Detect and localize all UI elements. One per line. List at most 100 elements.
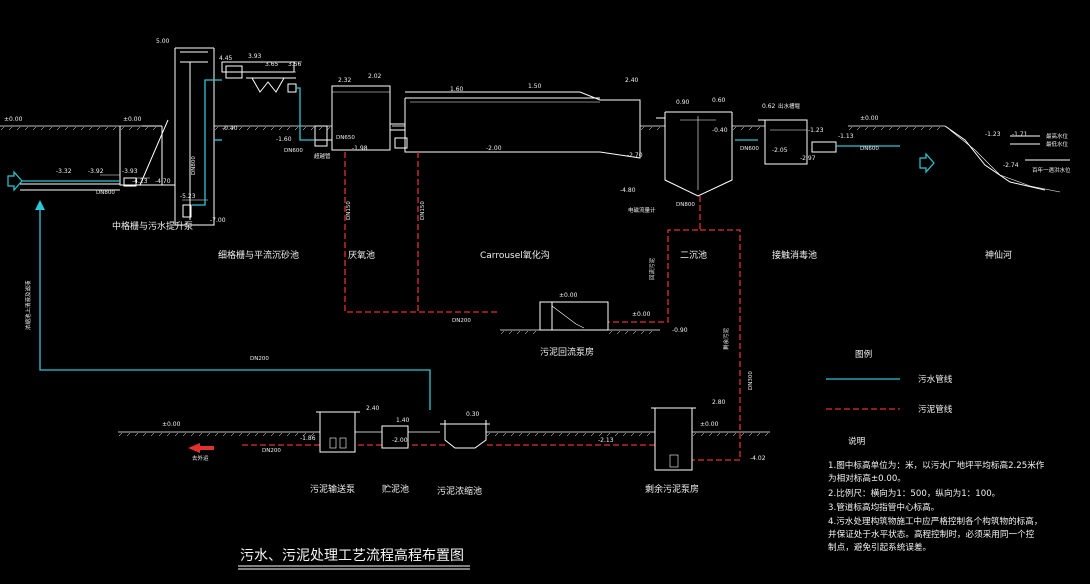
sludge-storage-tank-structure	[381, 425, 409, 449]
ground-hatch-tick	[534, 432, 539, 437]
ground-hatch-tick	[732, 432, 737, 437]
ground-hatch-tick	[174, 432, 179, 437]
elev-mark: -7.00	[210, 217, 226, 224]
ground-hatch-tick	[740, 126, 745, 131]
legend-item-sewage: 污水管线	[918, 373, 953, 385]
ground-hatch-tick	[96, 126, 101, 131]
elev-mark: ±0.00	[632, 311, 651, 318]
elev-mark: 3.56	[288, 61, 302, 68]
note-line: 4.污水处理构筑物施工中应严格控制各个构筑物的标高，	[828, 515, 1042, 527]
pipe-label: DN150	[346, 201, 352, 220]
unit-label-u10: 贮泥池	[382, 483, 409, 495]
ground-hatch-tick	[118, 432, 123, 437]
ground-lines	[0, 125, 945, 433]
elev-mark: 0.62	[762, 103, 776, 110]
drawing-title: 污水、污泥处理工艺流程高程布置图	[240, 547, 464, 564]
ground-hatch-tick	[222, 432, 227, 437]
ground-hatch-tick	[632, 330, 637, 335]
ground-hatch-tick	[128, 126, 133, 131]
ground-hatch-tick	[294, 432, 299, 437]
ground-hatch-tick	[748, 432, 753, 437]
ground-hatch-tick	[888, 126, 893, 131]
ground-hatch-tick	[614, 432, 619, 437]
ground-hatch-tick	[144, 126, 149, 131]
ground-hatch-tick	[262, 126, 267, 131]
ground-hatch-tick	[206, 432, 211, 437]
ground-hatch-tick	[622, 432, 627, 437]
unit-label-u4: Carrousel氧化沟	[480, 249, 550, 261]
elev-mark: -0.90	[672, 327, 688, 334]
ground-hatch-tick	[246, 126, 251, 131]
ground-hatch-tick	[254, 126, 259, 131]
elev-mark: 4.45	[219, 55, 233, 62]
pipe-label: DN800	[96, 190, 115, 196]
elev-mark: -4.02	[750, 455, 766, 462]
anaerobic-tank-structure	[300, 85, 406, 151]
ground-hatch-tick	[646, 432, 651, 437]
ground-hatch-tick	[558, 432, 563, 437]
water-level-label: 最低水位	[1046, 140, 1069, 148]
elev-mark: -0.40	[712, 127, 728, 134]
ground-hatch-tick	[508, 330, 513, 335]
ground-hatch-tick	[142, 432, 147, 437]
note-line: 2.比例尺：横向为1：500，纵向为1：100。	[828, 487, 1000, 499]
ground-hatch-tick	[104, 126, 109, 131]
ground-hatch-tick	[270, 126, 275, 131]
fine-screen-grit-chamber-structure	[221, 61, 302, 93]
unit-label-u12: 剩余污泥泵房	[645, 483, 699, 495]
elev-mark: -1.23	[808, 127, 824, 134]
pipe-label: DN600	[740, 146, 759, 152]
ground-hatch-tick	[638, 432, 643, 437]
elev-mark: 2.32	[338, 77, 352, 84]
pipe-label: DN150	[420, 201, 426, 220]
overflow-label: 超越管	[314, 152, 331, 160]
ground-hatch-tick	[302, 126, 307, 131]
pipe-label: DN800	[191, 156, 197, 175]
ground-hatch-tick	[566, 432, 571, 437]
ground-hatch-tick	[532, 330, 537, 335]
elev-mark: -4.23	[132, 178, 148, 185]
ground-hatch-tick	[732, 126, 737, 131]
ground-hatch-tick	[238, 126, 243, 131]
ground-hatch-tick	[616, 330, 621, 335]
ground-hatch-tick	[928, 126, 933, 131]
unit-label-u11: 污泥浓缩池	[437, 485, 482, 497]
ground-hatch-tick	[920, 126, 925, 131]
excess-sludge-label: 剩余污泥	[722, 327, 730, 350]
elev-mark: 3.65	[265, 61, 279, 68]
ground-hatch-tick	[700, 432, 705, 437]
sludge-pipeline	[240, 152, 741, 461]
ground-hatch-tick	[158, 432, 163, 437]
sludge-delivery-pump-structure	[316, 411, 360, 453]
ground-hatch-tick	[32, 126, 37, 131]
elev-mark: -4.70	[155, 178, 171, 185]
ground-hatch-tick	[896, 126, 901, 131]
elev-mark: -1.23	[985, 131, 1001, 138]
ground-hatch-tick	[190, 432, 195, 437]
note-line: 1.图中标高单位为：米，以污水厂地坪平均标高2.25米作	[828, 459, 1045, 471]
elev-mark: ±0.00	[123, 116, 142, 123]
legend-item-sludge: 污泥管线	[918, 403, 953, 415]
note-line: 并保证处于水平状态。高程控制时，必须采用同一个控	[828, 528, 1035, 540]
ground-hatch-tick	[16, 126, 21, 131]
ground-hatch-tick	[24, 126, 29, 131]
elev-mark: -2.13	[598, 437, 614, 444]
contact-disinfection-tank-structure	[758, 119, 837, 165]
elev-mark: 2.80	[712, 399, 726, 406]
ground-hatch-tick	[230, 126, 235, 131]
ground-hatch-tick	[150, 432, 155, 437]
flow-meter-label: 电磁流量计	[628, 206, 656, 214]
pipe-label: DN800	[676, 202, 695, 208]
elev-mark: -5.23	[180, 193, 196, 200]
legend-title: 图例	[855, 348, 872, 360]
ground-hatch-tick	[112, 126, 117, 131]
elev-mark: 2.40	[625, 77, 639, 84]
ground-hatch-tick	[518, 432, 523, 437]
ground-hatch-tick	[648, 126, 653, 131]
pipe-label: DN200	[452, 318, 471, 324]
ground-hatch-tick	[214, 126, 219, 131]
ground-hatch-tick	[648, 330, 653, 335]
unit-label-u6: 接触消毒池	[772, 249, 817, 261]
ground-hatch-tick	[640, 126, 645, 131]
